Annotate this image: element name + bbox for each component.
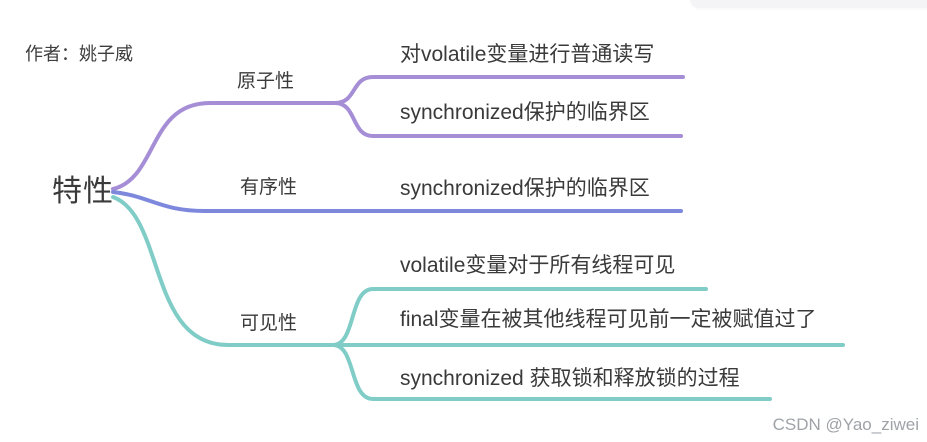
branch-node-visibility[interactable]: 可见性: [240, 313, 298, 334]
leaf-node-visibility-volatile[interactable]: volatile变量对于所有线程可见: [400, 254, 676, 277]
top-right-panel-edge: [690, 0, 927, 8]
branch-line-atomicity-trunk: [111, 101, 337, 191]
branch-line-visibility-child-3: [331, 343, 772, 401]
branch-node-atomicity[interactable]: 原子性: [237, 71, 295, 92]
branch-line-atomicity-child-2: [333, 101, 683, 138]
branch-node-ordering[interactable]: 有序性: [240, 177, 298, 198]
leaf-node-visibility-final[interactable]: final变量在被其他线程可见前一定被赋值过了: [400, 308, 817, 331]
leaf-node-atomicity-volatile-rw[interactable]: 对volatile变量进行普通读写: [400, 43, 655, 66]
branch-line-visibility-child-1: [331, 287, 708, 347]
branch-line-ordering: [111, 190, 683, 213]
leaf-node-ordering-synchronized[interactable]: synchronized保护的临界区: [400, 177, 650, 200]
leaf-node-visibility-synchronized-lock[interactable]: synchronized 获取锁和释放锁的过程: [400, 367, 740, 390]
branch-line-visibility-trunk: [111, 195, 845, 347]
root-node[interactable]: 特性: [52, 175, 114, 208]
csdn-watermark: CSDN @Yao_ziwei: [772, 415, 919, 434]
author-note: 作者：姚子威: [25, 44, 133, 64]
leaf-node-atomicity-synchronized[interactable]: synchronized保护的临界区: [400, 101, 650, 124]
